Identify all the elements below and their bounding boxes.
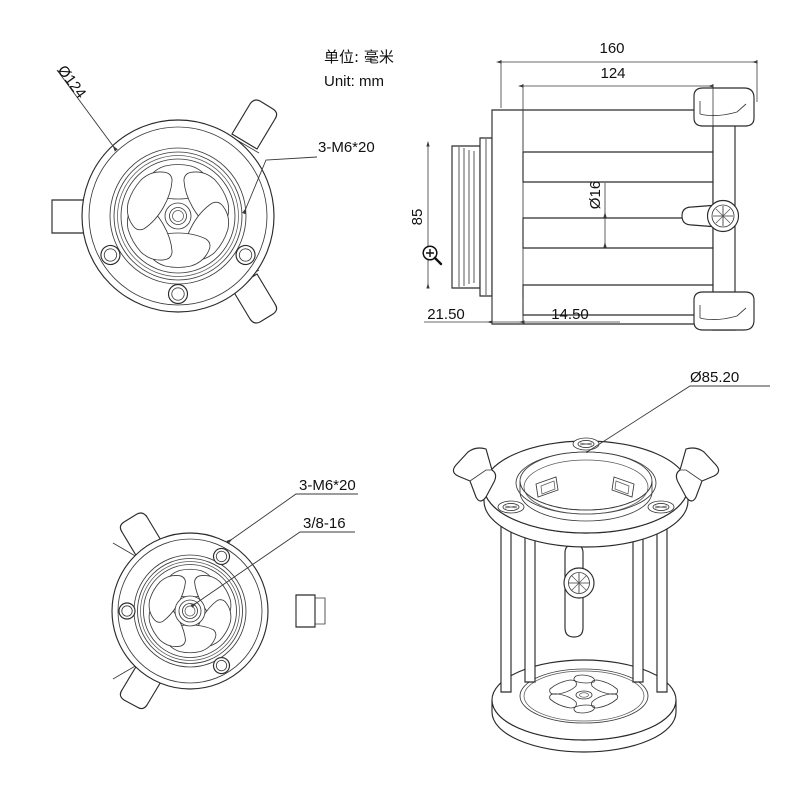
- spoke-pockets-front: [126, 164, 230, 268]
- iso-ring-tabs: [452, 447, 720, 502]
- dimension-nose-length: 21.50: [424, 296, 493, 324]
- unit-note-en: Unit: mm: [324, 73, 384, 90]
- bolt-holes-front: [100, 244, 256, 305]
- label-nose-length: 21.50: [427, 306, 465, 323]
- iso-posts: [500, 502, 668, 693]
- iso-thumb-screw: [563, 544, 595, 638]
- view-rear-face: 3-M6*20 3/8-16: [111, 477, 358, 710]
- dimension-body-length: 124: [517, 65, 714, 150]
- label-body-length: 124: [600, 65, 625, 82]
- dimension-height: 85: [409, 140, 430, 289]
- view-isometric: Ø85.20: [452, 369, 770, 753]
- dimension-bore: Ø16: [587, 181, 607, 248]
- callout-ring-bore: Ø85.20: [586, 369, 770, 453]
- clamp-tab-lower: [693, 291, 755, 331]
- iso-ring: [452, 437, 720, 548]
- label-height: 85: [409, 209, 426, 226]
- label-step-length: 14.50: [551, 306, 589, 323]
- thumb-screw-side: [681, 199, 740, 233]
- label-overall-length: 160: [599, 40, 624, 57]
- iso-base-disc: [491, 659, 677, 753]
- magnifier-plus-icon: [422, 245, 443, 266]
- label-bore: Ø16: [587, 181, 604, 209]
- callout-center-thread: 3/8-16: [190, 515, 355, 608]
- bolt-holes-rear: [118, 547, 231, 675]
- label-ring-bore: Ø85.20: [690, 369, 739, 386]
- iso-ring-bolts: [497, 437, 675, 514]
- label-outer-diameter: Ø124: [54, 62, 89, 102]
- label-bolt-front: 3-M6*20: [318, 139, 375, 156]
- unit-note-cn: 单位: 毫米: [324, 48, 394, 66]
- spoke-pockets-rear: [148, 568, 232, 654]
- clamp-tab-upper: [693, 87, 755, 127]
- callout-bolt-rear: 3-M6*20: [226, 477, 358, 544]
- body-rails: [522, 110, 714, 324]
- view-side-section: 160 124 85 Ø16: [409, 40, 758, 331]
- view-front-face: Ø124 3-M6*20: [51, 62, 375, 324]
- unit-note-block: 单位: 毫米 Unit: mm: [324, 48, 394, 90]
- callout-bolt-front: 3-M6*20: [242, 139, 375, 215]
- label-bolt-rear: 3-M6*20: [299, 477, 356, 494]
- dimension-overall-length: 160: [495, 40, 758, 108]
- dimension-step-length: 14.50: [486, 298, 620, 324]
- label-center-thread: 3/8-16: [303, 515, 346, 532]
- dimension-outer-diameter: Ø124: [54, 62, 118, 152]
- nose-collar: [451, 137, 493, 297]
